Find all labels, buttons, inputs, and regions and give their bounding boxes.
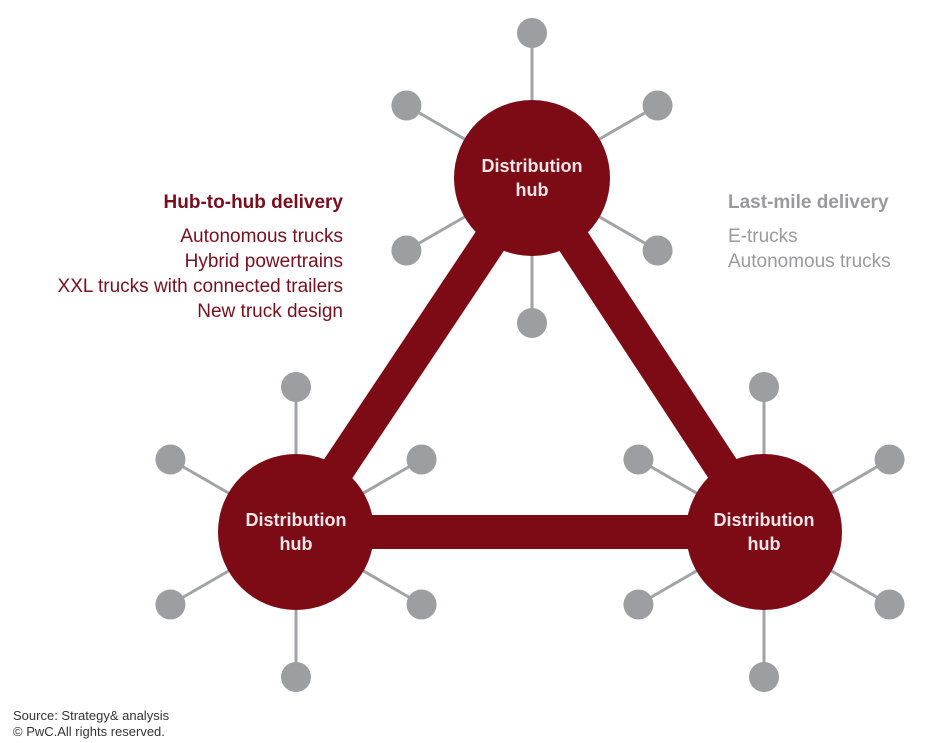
hub-to-hub-delivery-block: Hub-to-hub delivery Autonomous trucks Hy…	[58, 190, 343, 324]
hub-circle	[686, 454, 842, 610]
hub-label-line2: hub	[280, 534, 313, 554]
last-mile-title: Last-mile delivery	[728, 192, 889, 213]
satellite-node	[874, 589, 905, 620]
last-mile-item: E-trucks	[728, 226, 798, 247]
satellite-node	[749, 662, 779, 692]
satellite-node	[642, 90, 673, 121]
satellite-node	[623, 589, 654, 620]
satellite-node	[281, 372, 311, 402]
satellite-node	[391, 235, 422, 266]
hub-to-hub-item: New truck design	[197, 301, 343, 322]
satellite-node	[406, 589, 437, 620]
satellite-node	[623, 444, 654, 475]
satellite-node	[642, 235, 673, 266]
satellite-node	[517, 18, 547, 48]
distribution-hub-right: Distribution hub	[686, 454, 842, 610]
last-mile-item: Autonomous trucks	[728, 251, 891, 272]
hubs-layer: DistributionhubDistributionhubDistributi…	[218, 100, 842, 610]
hub-circle	[218, 454, 374, 610]
hub-circle	[454, 100, 610, 256]
hub-to-hub-item: XXL trucks with connected trailers	[57, 276, 343, 297]
satellite-node	[517, 308, 547, 338]
satellite-node	[391, 90, 422, 121]
hub-to-hub-item: Hybrid powertrains	[184, 251, 343, 272]
copyright-note: © PwC.All rights reserved.	[13, 724, 165, 739]
satellite-node	[155, 444, 186, 475]
hub-label-line2: hub	[748, 534, 781, 554]
distribution-hub-top: Distribution hub	[454, 100, 610, 256]
footer: Source: Strategy& analysis © PwC.All rig…	[13, 708, 169, 740]
hub-label-line1: Distribution	[482, 156, 583, 176]
hub-to-hub-item: Autonomous trucks	[180, 226, 343, 247]
satellite-node	[155, 589, 186, 620]
satellite-node	[281, 662, 311, 692]
last-mile-delivery-block: Last-mile delivery E-trucks Autonomous t…	[728, 190, 891, 274]
hub-label-line1: Distribution	[714, 510, 815, 530]
hub-label-line2: hub	[516, 180, 549, 200]
hub-label-line1: Distribution	[246, 510, 347, 530]
satellite-node	[874, 444, 905, 475]
satellite-node	[749, 372, 779, 402]
distribution-hub-left: Distribution hub	[218, 454, 374, 610]
source-note: Source: Strategy& analysis	[13, 708, 170, 723]
satellite-node	[406, 444, 437, 475]
hub-to-hub-title: Hub-to-hub delivery	[163, 192, 343, 213]
